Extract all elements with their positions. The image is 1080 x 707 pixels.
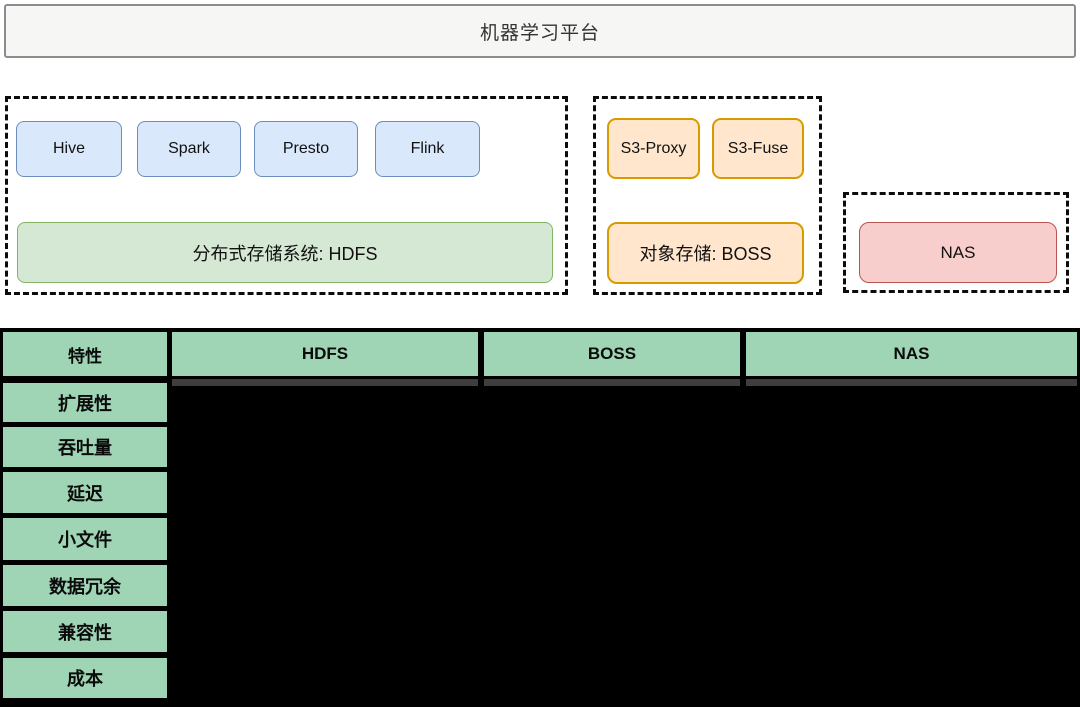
comparison-table: 特性 HDFS BOSS NAS 扩展性 吞吐量 延迟 小文件 数据冗余 兼容性… [0, 328, 1080, 707]
hdfs-storage-label: 分布式存储系统: HDFS [192, 243, 378, 264]
table-row-feature-redundancy: 数据冗余 [3, 565, 167, 606]
engine-label: Hive [52, 140, 85, 157]
table-row-feature-latency: 延迟 [3, 472, 167, 513]
gateway-node-s3-fuse: S3-Fuse [712, 118, 804, 179]
nas-cluster-box: NAS [843, 192, 1069, 293]
table-row-feature-scalability: 扩展性 [3, 383, 167, 422]
engine-node-hive: Hive [16, 121, 122, 177]
title-bar: 机器学习平台 [4, 4, 1076, 58]
gateway-label: S3-Fuse [727, 139, 789, 157]
nas-storage-bar: NAS [859, 222, 1057, 283]
engine-node-spark: Spark [137, 121, 241, 177]
table-header-hdfs: HDFS [172, 332, 478, 376]
boss-cluster-box: S3-Proxy S3-Fuse 对象存储: BOSS [593, 96, 822, 295]
table-body-top-shadow [484, 379, 740, 386]
boss-storage-label: 对象存储: BOSS [639, 244, 772, 264]
table-row-feature-cost: 成本 [3, 658, 167, 698]
engine-node-flink: Flink [375, 121, 480, 177]
table-body-top-shadow [172, 379, 478, 386]
engine-node-presto: Presto [254, 121, 358, 177]
table-row-feature-small-files: 小文件 [3, 518, 167, 560]
nas-storage-label: NAS [940, 242, 976, 262]
table-header-nas: NAS [746, 332, 1077, 376]
engine-label: Presto [282, 140, 330, 157]
table-body-top-shadow [746, 379, 1077, 386]
table-row-feature-compatibility: 兼容性 [3, 611, 167, 652]
engine-label: Flink [410, 140, 445, 157]
table-header-feature: 特性 [3, 332, 167, 376]
page-title: 机器学习平台 [479, 22, 600, 44]
gateway-node-s3-proxy: S3-Proxy [607, 118, 700, 179]
gateway-label: S3-Proxy [620, 139, 687, 157]
boss-storage-bar: 对象存储: BOSS [607, 222, 804, 284]
table-header-boss: BOSS [484, 332, 740, 376]
hdfs-cluster-box: Hive Spark Presto Flink 分布式存储系统: HDFS [5, 96, 568, 295]
hdfs-storage-bar: 分布式存储系统: HDFS [17, 222, 553, 283]
table-row-feature-throughput: 吞吐量 [3, 427, 167, 467]
engine-label: Spark [168, 140, 210, 157]
